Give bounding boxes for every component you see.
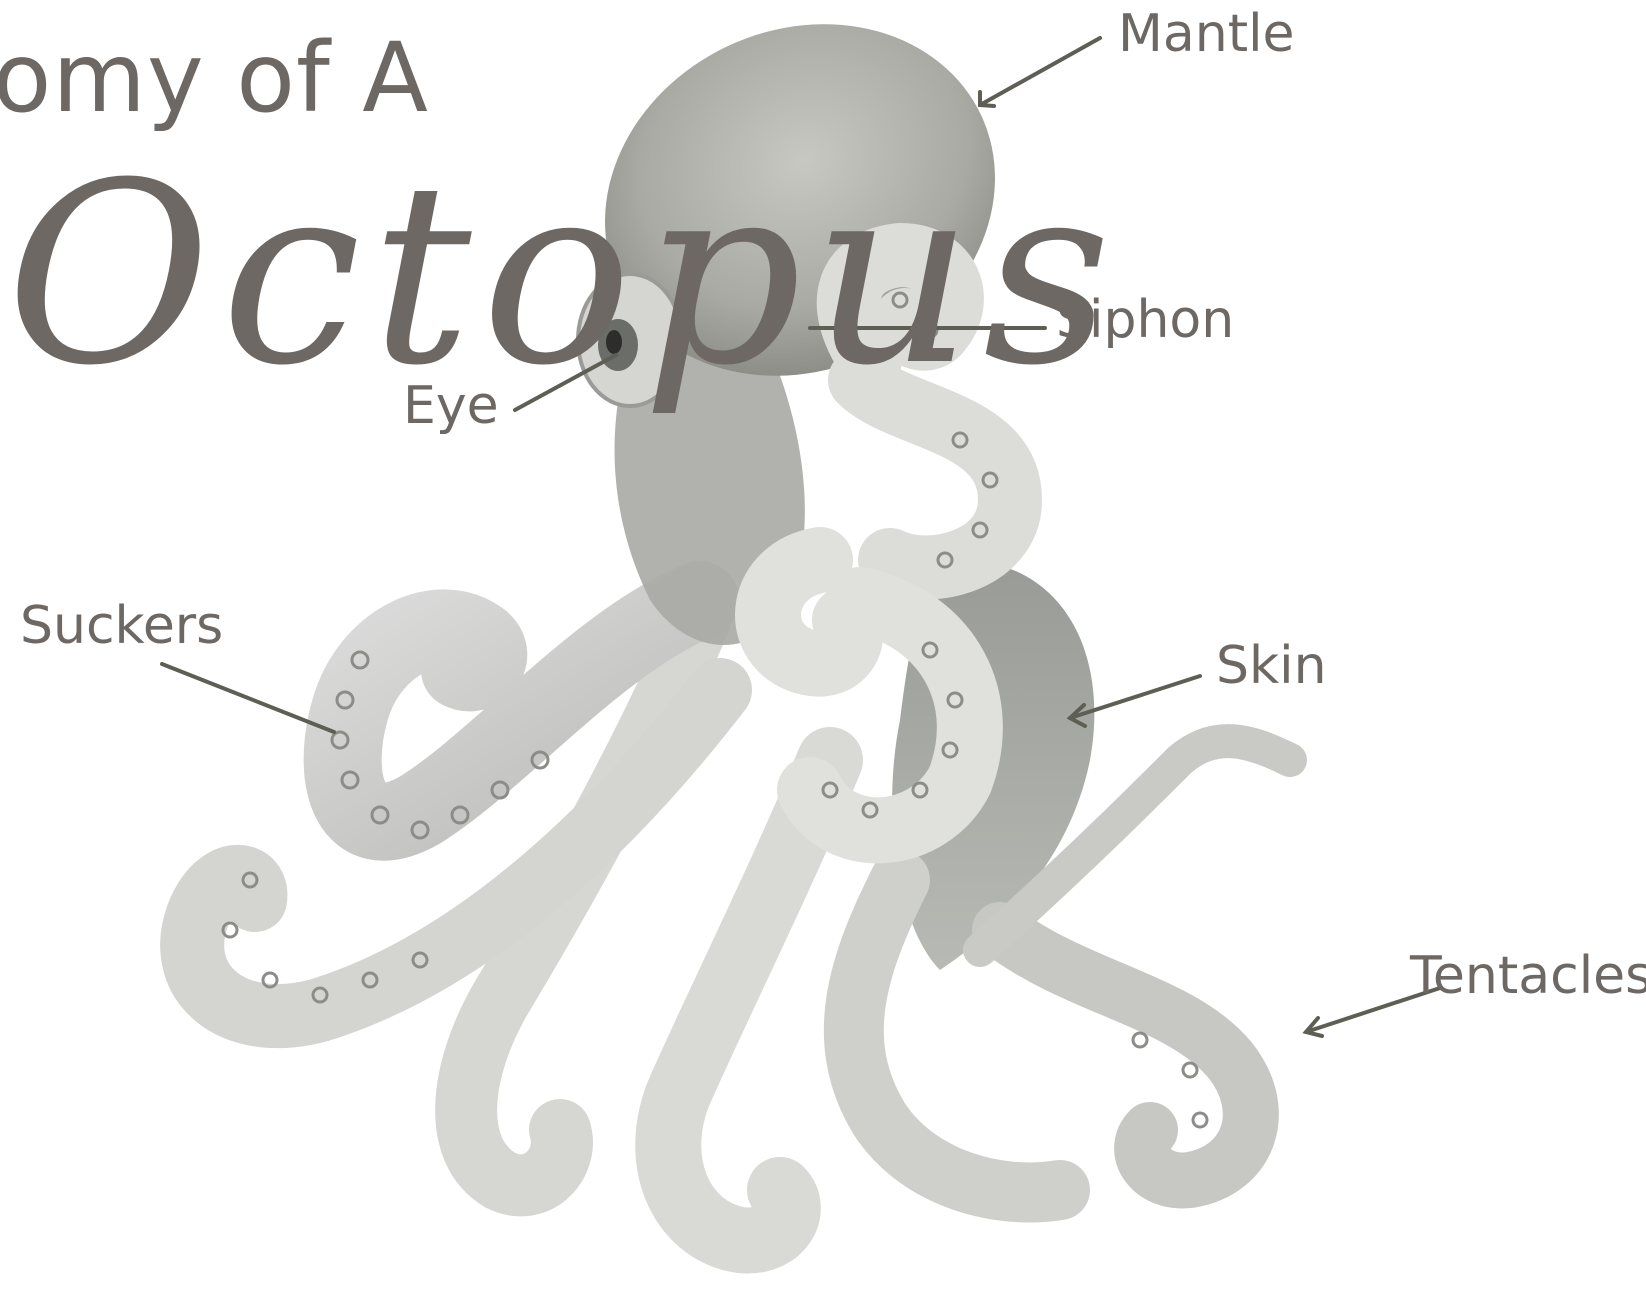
label-siphon: Siphon bbox=[1056, 294, 1234, 346]
curled-arm bbox=[768, 560, 970, 830]
mantle-leader bbox=[980, 38, 1100, 105]
label-eye: Eye bbox=[403, 380, 499, 432]
page-title-line1: tomy of A bbox=[0, 22, 429, 134]
page-title-line2: Octopus bbox=[6, 150, 1121, 400]
label-mantle: Mantle bbox=[1118, 8, 1295, 60]
suckers-leader bbox=[162, 664, 334, 732]
label-suckers: Suckers bbox=[20, 600, 223, 652]
label-skin: Skin bbox=[1216, 640, 1327, 692]
tentacle bbox=[1000, 930, 1251, 1180]
label-tentacles: Tentacles bbox=[1410, 950, 1646, 1002]
